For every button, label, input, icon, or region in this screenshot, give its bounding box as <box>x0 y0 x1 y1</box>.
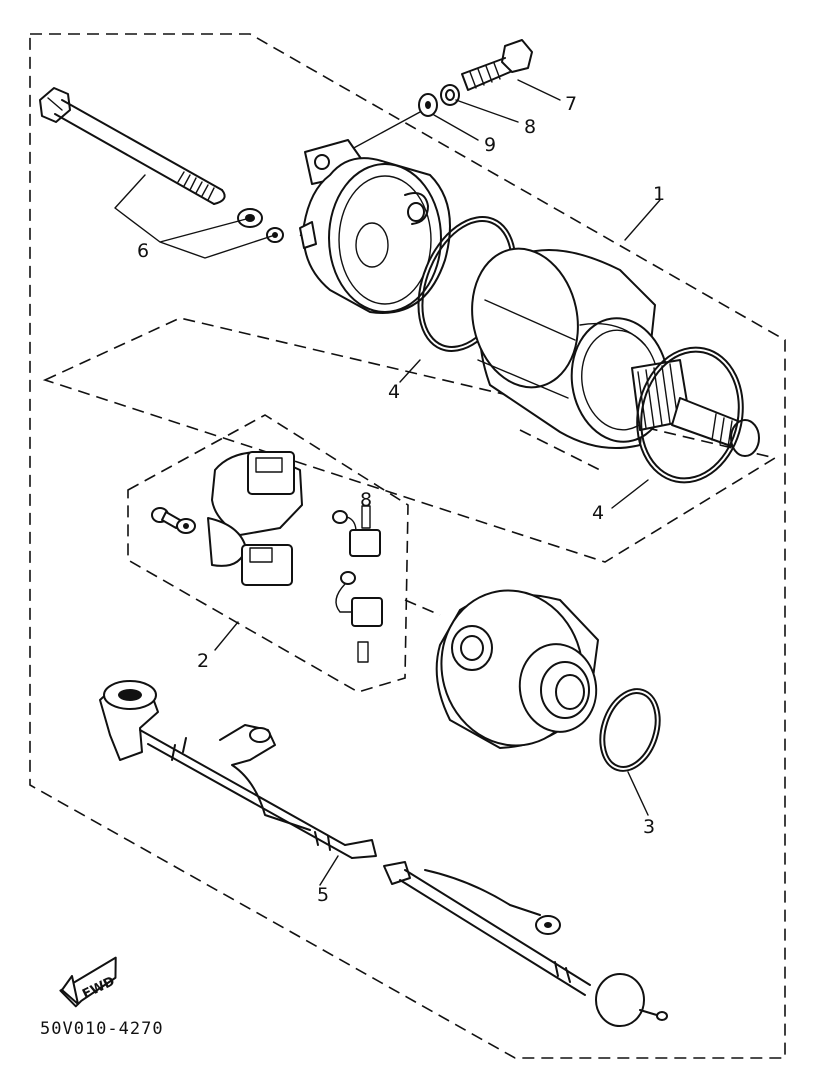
leader-6 <box>114 174 276 259</box>
washer-8 <box>440 84 460 106</box>
callout-9: 9 <box>484 134 496 156</box>
brush-set-boundary <box>127 414 409 693</box>
leader-8 <box>455 99 519 123</box>
assembly-boundary <box>29 33 786 1059</box>
brush-screw <box>151 507 181 529</box>
drawing-code: 50V010-4270 <box>40 1019 164 1039</box>
leader-5 <box>319 855 339 886</box>
bolt-7 <box>461 39 533 91</box>
rear-o-ring <box>599 688 661 772</box>
callout-8-brush: 8 <box>360 489 372 511</box>
callout-7: 7 <box>565 93 577 115</box>
washer-9 <box>418 93 438 117</box>
leader-4b <box>611 479 649 509</box>
rear-cover <box>435 589 599 749</box>
armature <box>631 359 760 457</box>
yoke <box>471 247 670 450</box>
front-cover <box>299 139 451 314</box>
lead-wire-right <box>383 861 668 1027</box>
callout-5: 5 <box>317 884 329 906</box>
leader-9 <box>433 114 479 141</box>
callout-3: 3 <box>643 816 655 838</box>
brush-washer <box>176 518 196 534</box>
leader-7 <box>517 79 561 101</box>
through-bolt <box>39 87 226 205</box>
callout-2: 2 <box>197 650 209 672</box>
callout-6: 6 <box>137 240 149 262</box>
yoke-group-boundary <box>42 317 778 563</box>
callout-4-lower: 4 <box>592 502 604 524</box>
brush-lower <box>335 571 383 663</box>
o-ring-lower <box>636 346 744 484</box>
leader-2 <box>214 621 239 651</box>
callout-8: 8 <box>524 116 536 138</box>
fwd-arrow-icon: FWD <box>59 956 118 1008</box>
leader-1 <box>349 111 661 241</box>
leader-3 <box>627 771 649 816</box>
callout-1: 1 <box>653 183 665 205</box>
brush-upper <box>332 505 381 557</box>
callout-4-upper: 4 <box>388 381 400 403</box>
leader-4a <box>399 359 421 383</box>
brush-holder-plate <box>207 451 303 586</box>
lead-wire <box>99 680 377 859</box>
